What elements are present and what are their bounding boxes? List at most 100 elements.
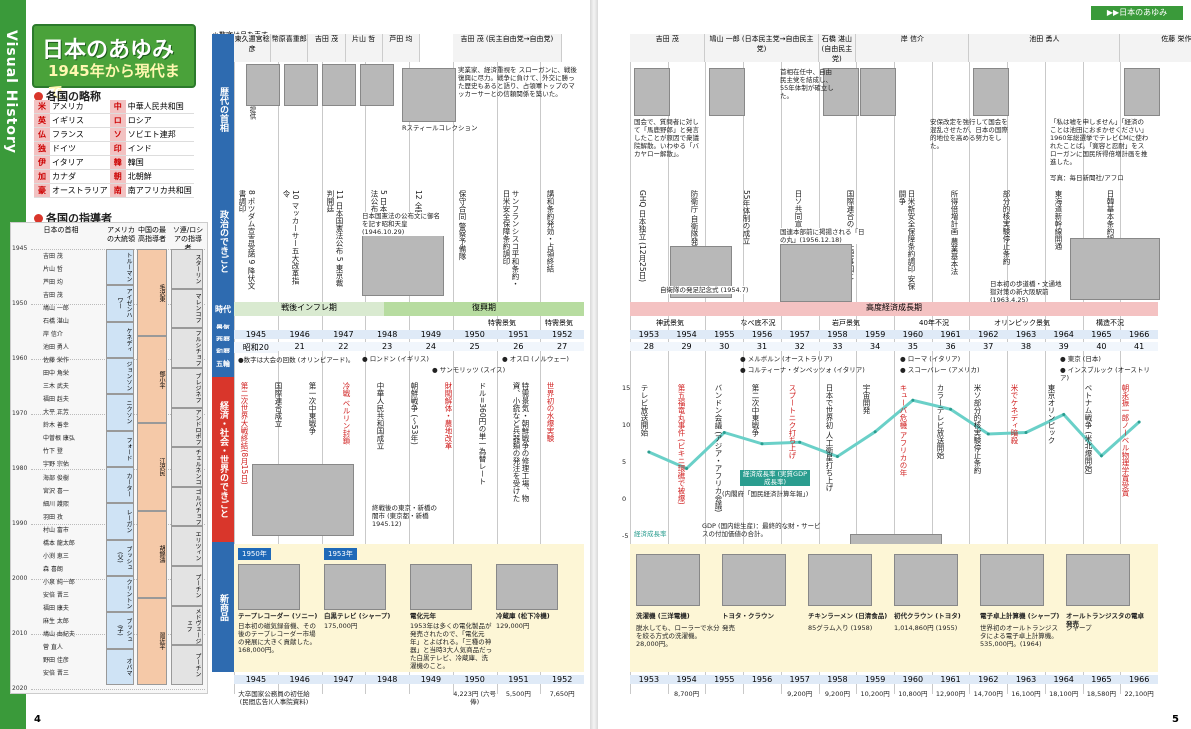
bottom-year: 1948: [365, 675, 409, 684]
year-line: [31, 689, 205, 690]
growth-label: 経済成長率: [634, 530, 667, 538]
abbr-country: オーストラリア: [50, 183, 110, 198]
leader-ussr: フルシチョフ: [171, 328, 203, 368]
bottom-year: 1964: [1044, 675, 1083, 684]
western-year: 1964: [1044, 330, 1083, 339]
pm-description: 国会で、質問者に対して「馬鹿野郎」と発言したことが原因で衆議院解散。いわゆる「バ…: [634, 118, 699, 158]
pm-name: 小渕 恵三: [43, 552, 69, 560]
year-column: [409, 34, 410, 694]
bottom-year: 1966: [1120, 675, 1158, 684]
bottom-year: 1957: [780, 675, 819, 684]
gdp-point: [760, 442, 764, 446]
abbr-country: アメリカ: [50, 100, 110, 114]
bottom-year: 1959: [856, 675, 894, 684]
western-year: 1947: [321, 330, 366, 339]
japanese-year: 30: [705, 342, 744, 351]
world-event: 財閥解体・農地改革: [444, 382, 453, 450]
pm-description: 安保改定を強行して国会を混乱させたが、日本の国際的地位を高める努力をした。: [930, 118, 1008, 150]
leader-us: フォード: [106, 430, 134, 467]
pm-name: 竹下 登: [43, 448, 63, 456]
salary-price: 16,100円: [1011, 690, 1041, 698]
politics-event: 防衛庁 自衛隊発足: [690, 190, 699, 253]
year-column: [1044, 34, 1046, 694]
leader-ussr: プーチン: [171, 566, 203, 606]
pm-name: 福田 康夫: [43, 604, 69, 612]
col-china: 中国の最高指導者: [138, 226, 166, 243]
bottom-year: 1955: [705, 675, 744, 684]
abbr-country: ロシア: [125, 113, 194, 128]
abbr-row: 豪オーストラリア南南アフリカ共和国: [34, 183, 194, 198]
pm-portrait: [709, 68, 746, 116]
world-event: 冷戦 ベルリン封鎖: [342, 382, 351, 445]
japanese-year: 34: [856, 342, 894, 351]
abbr-country: カナダ: [50, 169, 110, 184]
year-column: [496, 34, 498, 694]
politics-event: 11 日本国憲法公布 5 東京裁判開廷: [326, 190, 344, 287]
pm-name: 芦田 均: [43, 279, 63, 287]
bottom-year: 1945: [234, 675, 278, 684]
western-year: 1961: [931, 330, 970, 339]
overpass-caption: 日本初の歩道橋・文通地獄対策の新大阪駅前 (1963.4.25): [990, 280, 1062, 304]
leader-ussr: ブレジネフ: [171, 367, 203, 408]
pm-name: 福田 赳夫: [43, 396, 69, 404]
abbr-country: 南アフリカ共和国: [125, 183, 194, 198]
western-year: 1949: [409, 330, 453, 339]
pm-portrait: [360, 64, 394, 106]
leader-china: 毛沢東: [137, 249, 167, 337]
japanese-year: 21: [277, 342, 322, 351]
pm-name: 池田 勇人: [43, 344, 69, 352]
pm-header: 岸 信介: [856, 34, 970, 62]
leader-ussr: ゴルバチョフ: [171, 486, 203, 527]
pm-name: 野田 佳彦: [43, 656, 69, 664]
politics-event: 部分的核実験停止条約: [1002, 190, 1011, 265]
pm-credit: 写真：毎日新聞社/アフロ: [1050, 174, 1124, 182]
world-event: 第二次世界大戦終結(8月15日): [240, 382, 249, 485]
politics-event: 10 マッカーサー五大改革指令: [282, 190, 300, 285]
olympic-host: ● インスブルック (オーストリア): [1060, 366, 1150, 382]
leader-year: 2010: [12, 630, 28, 637]
pm-name: 小泉 純一郎: [43, 578, 75, 586]
pm-header: 池田 勇人: [969, 34, 1121, 62]
pm-header: 鳩山 一郎 (日本民主党→自由民主党): [705, 34, 819, 62]
year-column: [1120, 34, 1122, 694]
western-year: 1951: [496, 330, 541, 339]
product-photo: [496, 564, 558, 610]
pm-photo: [402, 68, 456, 122]
abbr-code: 韓: [109, 155, 126, 170]
pm-name: 羽田 孜: [43, 513, 63, 521]
abbr-code: 加: [34, 169, 50, 184]
year-column: [856, 34, 858, 694]
product-year-badge: 1950年: [238, 548, 271, 560]
leader-us: オバマ: [106, 648, 134, 685]
world-event: テレビ放送開始: [640, 384, 649, 437]
japanese-year: 23: [365, 342, 409, 351]
japanese-year: 41: [1120, 342, 1158, 351]
year-column: [630, 34, 631, 694]
pm-header: 芦田 均: [382, 34, 420, 62]
era-band-2: 復興期: [384, 302, 584, 316]
politics-event: 日米新安全保障条約調印 安保闘争: [898, 190, 916, 290]
year-column: [780, 34, 782, 694]
gdp-series-line: [648, 398, 1141, 471]
overpass-photo: [1070, 238, 1160, 300]
pm-portrait: [973, 68, 1010, 116]
leader-year: 1945: [12, 245, 28, 252]
pm-name: 麻生 太郎: [43, 617, 69, 625]
abbr-country: ソビエト連邦: [125, 127, 194, 142]
product-name: 電子卓上計算機 (シャープ): [980, 612, 1060, 620]
world-event: カラーテレビ放送開始: [936, 384, 945, 459]
blackmarket-photo: [252, 464, 354, 536]
japanese-year: 37: [969, 342, 1008, 351]
world-event: 朝永振一郎ノーベル物理学賞受賞: [1121, 384, 1130, 497]
olympic-host: ● ロンドン (イギリス): [362, 355, 429, 363]
salary-price: 9,200円: [824, 690, 850, 698]
salary-price: 18,580円: [1086, 690, 1117, 698]
pm-name: 森 喜朗: [43, 565, 63, 573]
gdp-point: [722, 431, 726, 434]
abbr-country: インド: [125, 141, 194, 156]
pm-description: 「私は嘘を申しません」「経済のことは池田におまかせください」1960年総選挙でテ…: [1050, 118, 1149, 166]
pm-name: 中曽根 康弘: [43, 435, 75, 443]
world-event: 国際連合成立: [274, 382, 283, 427]
product-photo: [808, 554, 872, 606]
olympic-host: ● サンモリッツ (スイス): [432, 366, 506, 374]
